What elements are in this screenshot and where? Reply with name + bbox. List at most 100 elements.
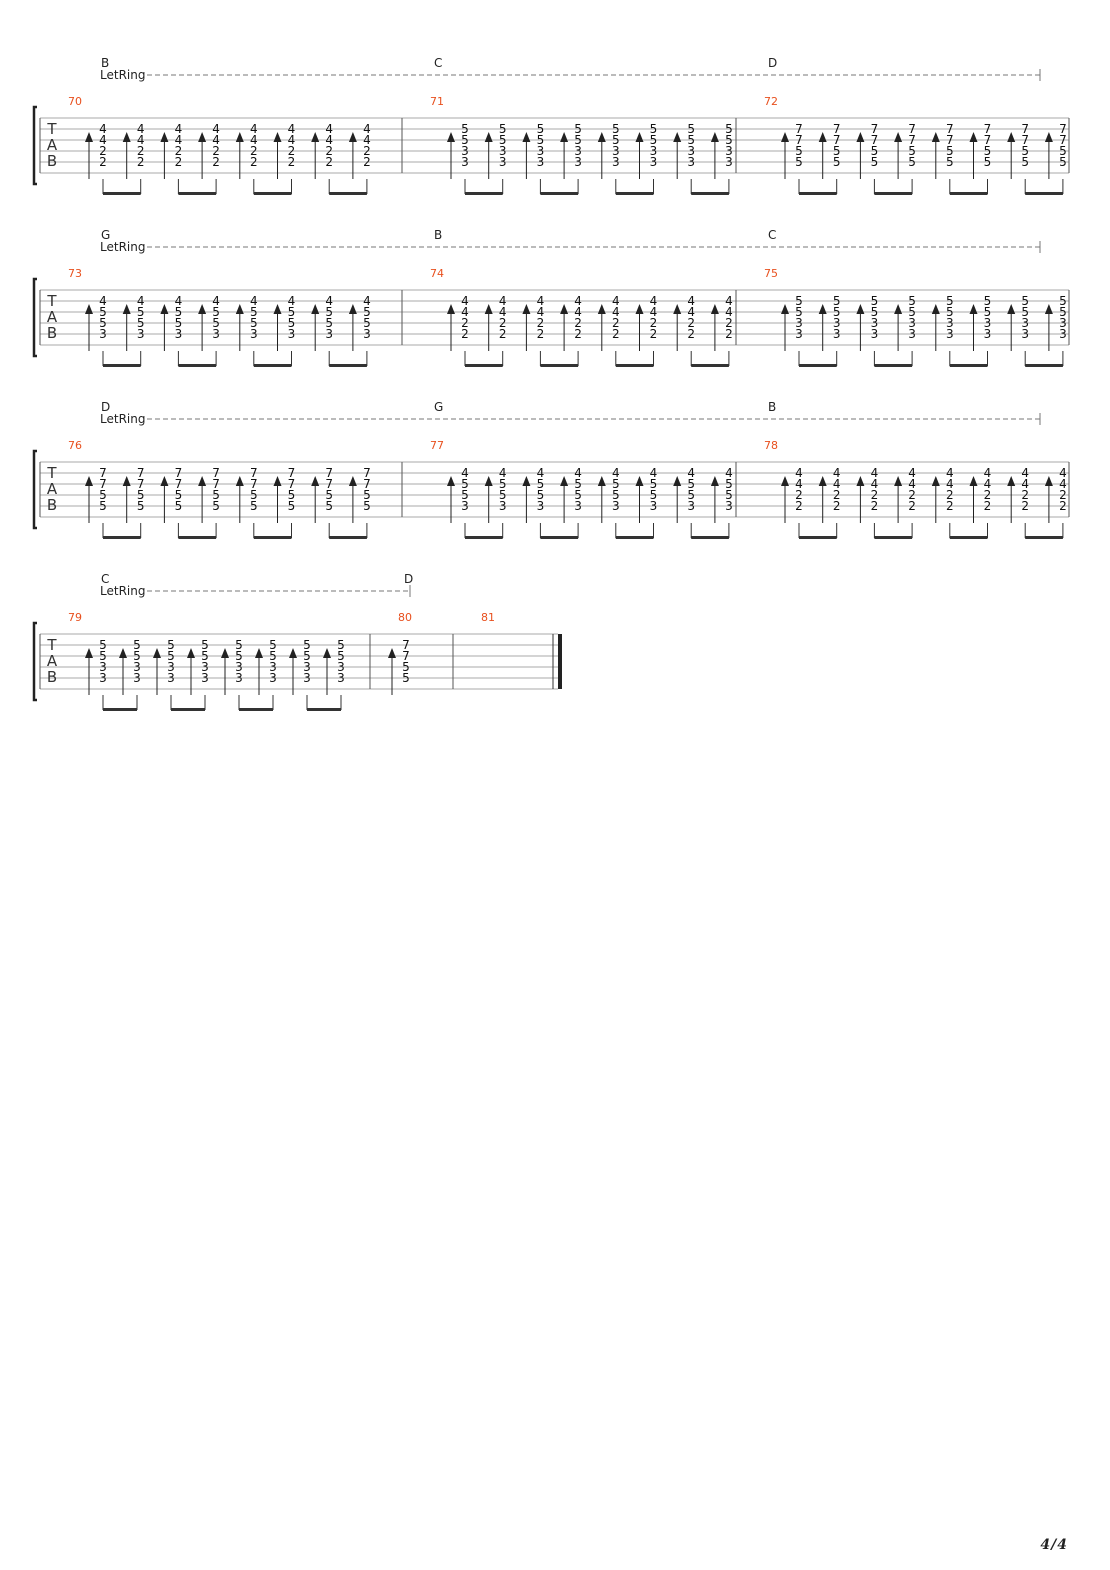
upstroke-arrow	[221, 648, 229, 658]
fret-number: 2	[984, 499, 992, 513]
upstroke-arrow	[119, 648, 127, 658]
fret-number: 7	[250, 466, 258, 480]
fret-number: 4	[1021, 477, 1029, 491]
fret-number: 4	[325, 133, 333, 147]
fret-number: 5	[337, 649, 345, 663]
fret-number: 5	[1059, 305, 1067, 319]
fret-number: 7	[984, 133, 992, 147]
upstroke-arrow	[447, 132, 455, 142]
fret-number: 4	[795, 466, 803, 480]
fret-number: 3	[167, 660, 175, 674]
fret-number: 5	[175, 488, 183, 502]
fret-number: 3	[288, 327, 296, 341]
fret-number: 3	[687, 499, 695, 513]
system-bracket	[32, 621, 37, 702]
fret-number: 7	[908, 133, 916, 147]
fret-number: 5	[137, 316, 145, 330]
fret-number: 5	[175, 499, 183, 513]
chord-name: C	[101, 572, 109, 586]
upstroke-arrow	[198, 304, 207, 314]
fret-number: 5	[175, 305, 183, 319]
measure-number: 74	[430, 267, 444, 280]
fret-number: 4	[1059, 477, 1067, 491]
fret-number: 3	[167, 671, 175, 685]
fret-number: 4	[871, 466, 879, 480]
fret-number: 5	[212, 305, 220, 319]
eighth-beam	[329, 192, 367, 195]
fret-number: 5	[725, 122, 733, 136]
upstroke-arrow	[894, 476, 903, 486]
upstroke-arrow	[484, 304, 493, 314]
fret-number: 5	[908, 294, 916, 308]
fret-number: 3	[725, 499, 733, 513]
fret-number: 7	[175, 477, 183, 491]
fret-number: 2	[1059, 499, 1067, 513]
upstroke-arrow	[85, 476, 93, 486]
eighth-beam	[1025, 192, 1063, 195]
upstroke-arrow	[484, 132, 493, 142]
eighth-beam	[874, 364, 913, 367]
eighth-beam	[799, 364, 837, 367]
tab-clef-letter: T	[46, 636, 57, 654]
fret-number: 7	[363, 466, 371, 480]
upstroke-arrow	[255, 648, 263, 658]
measure-number: 80	[398, 611, 412, 624]
fret-number: 5	[725, 477, 733, 491]
fret-number: 5	[167, 638, 175, 652]
fret-number: 5	[499, 488, 507, 502]
fret-number: 2	[612, 316, 620, 330]
fret-number: 2	[687, 327, 695, 341]
fret-number: 2	[871, 499, 879, 513]
fret-number: 5	[871, 144, 879, 158]
upstroke-arrow	[635, 304, 644, 314]
eighth-beam	[540, 192, 579, 195]
fret-number: 5	[833, 144, 841, 158]
fret-number: 2	[687, 316, 695, 330]
fret-number: 3	[269, 660, 277, 674]
upstroke-arrow	[160, 304, 169, 314]
upstroke-arrow	[447, 304, 455, 314]
fret-number: 2	[650, 316, 658, 330]
fret-number: 3	[337, 660, 345, 674]
upstroke-arrow	[85, 304, 93, 314]
fret-number: 5	[137, 305, 145, 319]
upstroke-arrow	[818, 476, 827, 486]
fret-number: 3	[499, 144, 507, 158]
fret-number: 5	[99, 649, 107, 663]
eighth-beam	[307, 708, 341, 711]
eighth-beam	[465, 364, 503, 367]
fret-number: 4	[537, 466, 545, 480]
fret-number: 5	[537, 488, 545, 502]
system-bracket	[32, 449, 37, 530]
fret-number: 3	[137, 327, 145, 341]
fret-number: 3	[795, 316, 803, 330]
fret-number: 5	[235, 638, 243, 652]
fret-number: 2	[833, 488, 841, 502]
fret-number: 4	[574, 466, 582, 480]
fret-number: 5	[537, 477, 545, 491]
upstroke-arrow	[969, 476, 978, 486]
fret-number: 5	[133, 638, 141, 652]
upstroke-arrow	[160, 476, 169, 486]
fret-number: 5	[288, 499, 296, 513]
fret-number: 4	[137, 294, 145, 308]
fret-number: 3	[650, 144, 658, 158]
fret-number: 5	[946, 155, 954, 169]
upstroke-arrow	[560, 304, 569, 314]
fret-number: 5	[363, 316, 371, 330]
fret-number: 7	[1059, 122, 1067, 136]
fret-number: 4	[984, 466, 992, 480]
fret-number: 3	[984, 327, 992, 341]
eighth-beam	[253, 364, 292, 367]
upstroke-arrow	[311, 132, 320, 142]
measure-number: 78	[764, 439, 778, 452]
fret-number: 2	[212, 155, 220, 169]
eighth-beam	[465, 192, 503, 195]
fret-number: 5	[363, 305, 371, 319]
fret-number: 5	[212, 316, 220, 330]
fret-number: 3	[537, 144, 545, 158]
fret-number: 4	[499, 305, 507, 319]
fret-number: 7	[137, 477, 145, 491]
let-ring-label: LetRing	[100, 68, 145, 82]
fret-number: 3	[99, 660, 107, 674]
